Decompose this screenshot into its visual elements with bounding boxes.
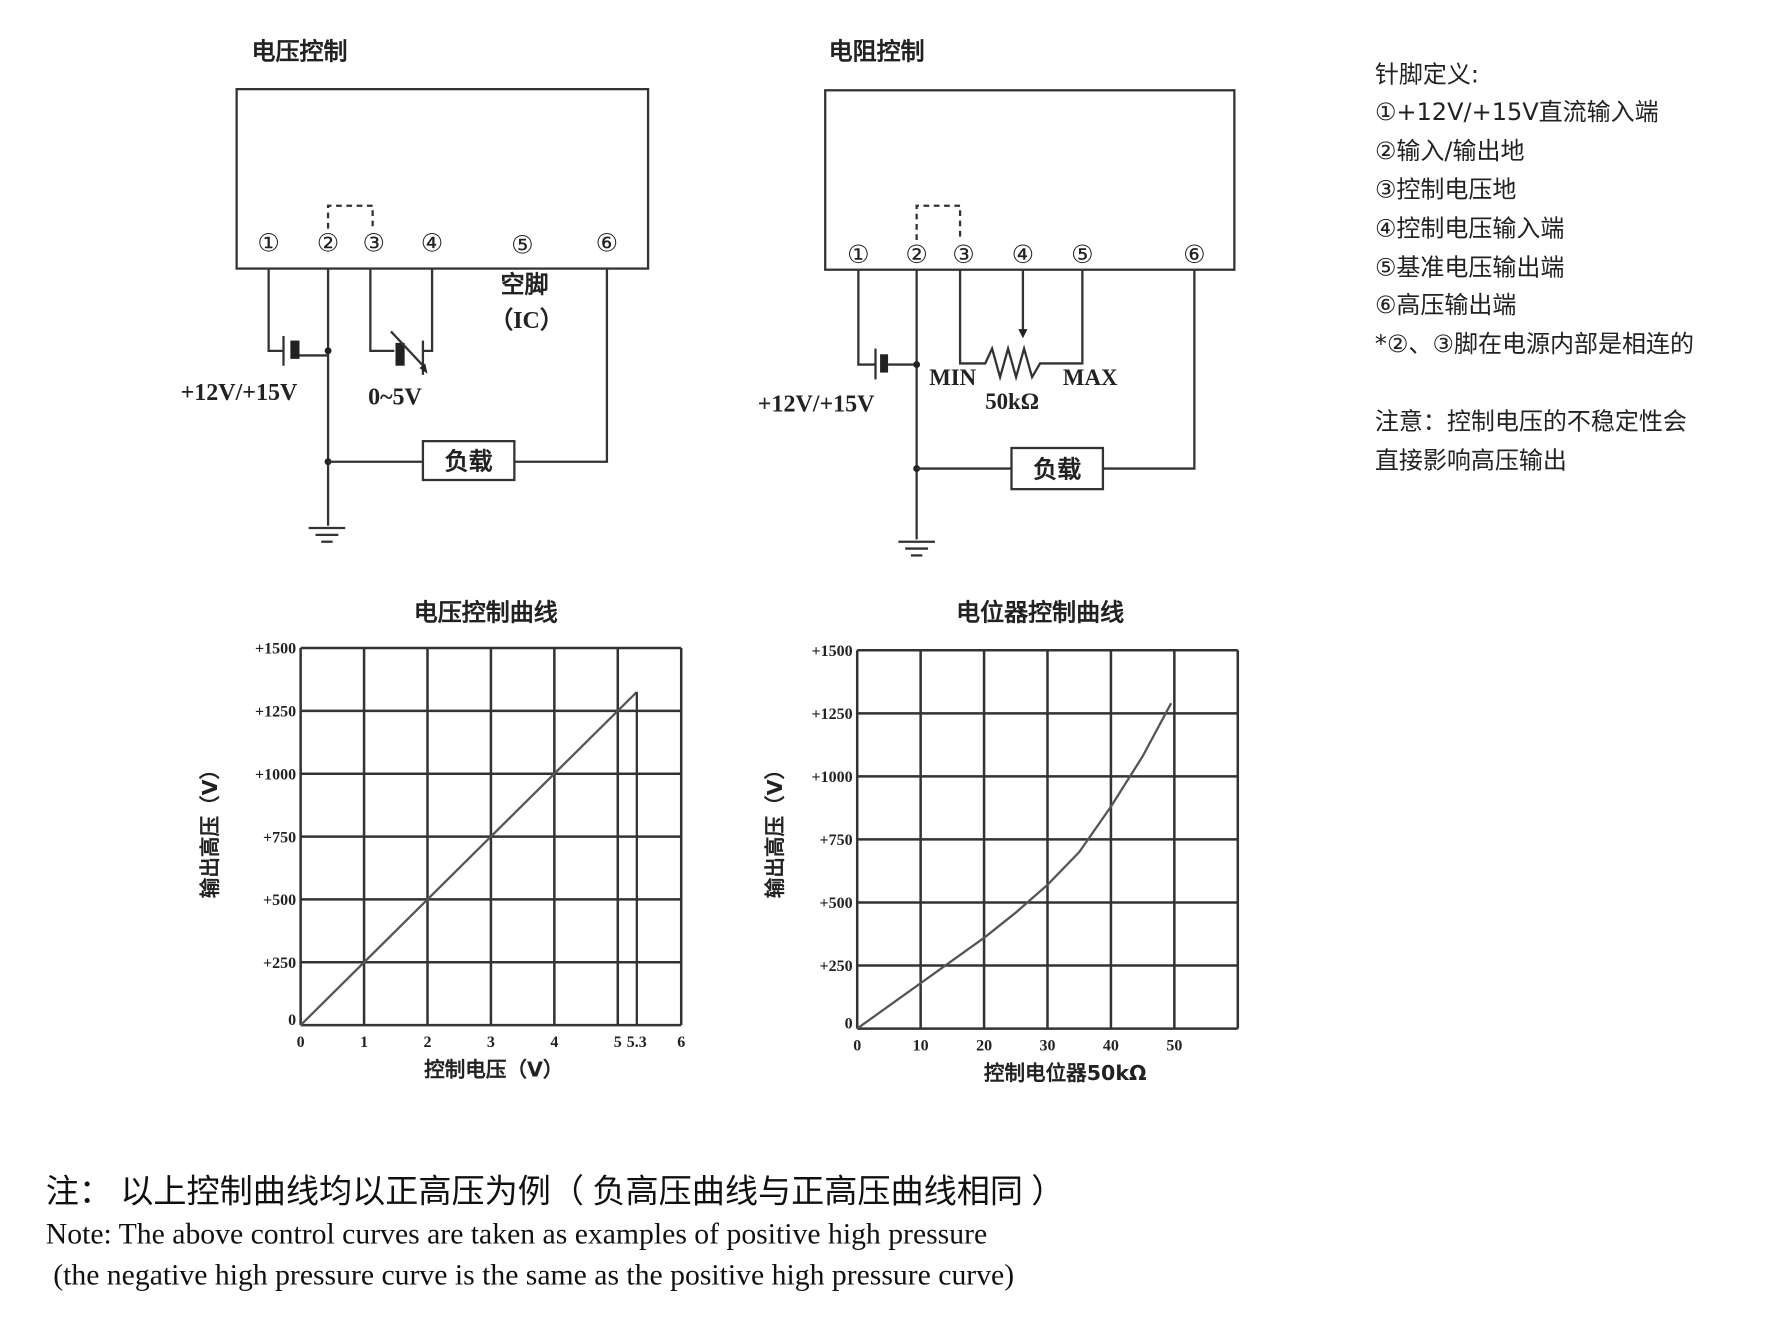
x-axis-label: 控制电位器50kΩ	[984, 1061, 1147, 1085]
x-tick-label: 0	[853, 1037, 861, 1054]
x-tick-label: 0	[297, 1034, 305, 1051]
resistor-control-diagram: 电阻控制 ① ② ③ ④ ⑤ ⑥	[758, 37, 1236, 557]
y-tick-label: +1500	[812, 643, 853, 660]
y-tick-label: +1000	[255, 766, 296, 783]
y-tick-label: +250	[820, 958, 853, 975]
caution-line: 注意：控制电压的不稳定性会	[1375, 408, 1687, 436]
voltage-control-diagram: 电压控制 ① ② ③ ④ ⑤ ⑥	[181, 37, 650, 543]
pin-4: ④	[421, 228, 444, 257]
load-box	[1010, 446, 1105, 491]
voltage-control-title: 电压控制	[252, 37, 348, 65]
x-tick-label: 20	[976, 1037, 992, 1054]
pin-3: ③	[363, 228, 386, 257]
y-axis-label: 输出高压（V）	[198, 759, 222, 898]
ground-icon	[308, 526, 346, 543]
pin-2: ②	[317, 228, 340, 257]
y-tick-label: +500	[263, 892, 296, 909]
y-tick-label: +1000	[812, 769, 853, 786]
pin-4: ④	[1012, 240, 1035, 269]
pin-definition-item: ⑥高压输出端	[1375, 291, 1517, 319]
pin-definition-heading: 针脚定义:	[1375, 60, 1479, 88]
max-label: MAX	[1063, 365, 1118, 390]
potentiometer-control-chart: 电位器控制曲线 0 +250 +500 +750 +1000 +1250 +1500 0 10 20…	[763, 599, 1240, 1085]
x-tick-label: 5	[614, 1034, 622, 1051]
x-tick-label: 1	[360, 1034, 368, 1051]
pot-value-label: 50kΩ	[985, 389, 1039, 414]
x-tick-label: 40	[1103, 1037, 1119, 1054]
control-voltage-label: 0~5V	[368, 385, 422, 411]
module-box	[824, 89, 1236, 271]
module-box	[235, 88, 650, 270]
y-axis-label: 输出高压（V）	[763, 759, 787, 898]
x-axis-label: 控制电压（V）	[424, 1058, 563, 1082]
x-tick-label: 10	[913, 1037, 929, 1054]
y-tick-label: +250	[263, 955, 296, 972]
voltage-control-chart: 电压控制曲线 0 +250 +500 +750 +1000 +1250 +1500 0 1 2 3 4 5…	[198, 599, 685, 1082]
x-tick-label: 30	[1039, 1037, 1055, 1054]
y-tick-label: 0	[288, 1012, 296, 1029]
pin-definition-item: ③控制电压地	[1375, 176, 1517, 204]
y-tick-label: +750	[263, 829, 296, 846]
pin-definition-item: ①+12V/+15V直流输入端	[1375, 98, 1659, 126]
load-label: 负载	[445, 448, 493, 476]
pin-1: ①	[847, 240, 870, 269]
y-tick-label: 0	[845, 1016, 853, 1033]
pin-3: ③	[952, 240, 975, 269]
wiring	[267, 268, 609, 543]
y-tick-label: +1250	[812, 706, 853, 723]
wiring	[857, 269, 1196, 557]
pin-6: ⑥	[1183, 240, 1206, 269]
series-line	[856, 702, 1173, 1030]
min-label: MIN	[929, 365, 976, 390]
load-label: 负载	[1033, 456, 1081, 484]
y-tick-label: +750	[820, 832, 853, 849]
series-line	[299, 691, 638, 1026]
nc-label: 空脚	[501, 271, 549, 299]
footer-note-en-2: (the negative high pressure curve is the…	[46, 1260, 1014, 1292]
footer-note-cn: 注： 以上控制曲线均以正高压为例（ 负高压曲线与正高压曲线相同 ）	[46, 1173, 1065, 1210]
ground-icon	[898, 540, 935, 557]
y-tick-label: +1500	[255, 641, 296, 658]
x-tick-label: 6	[677, 1034, 685, 1051]
pin-definition-note: *②、③脚在电源内部是相连的	[1375, 330, 1694, 358]
pin-definition-item: ②输入/输出地	[1375, 137, 1525, 165]
pin-definition-item: ⑤基准电压输出端	[1375, 253, 1565, 281]
pin-2: ②	[905, 240, 928, 269]
pin-definition-list: 针脚定义: ①+12V/+15V直流输入端 ②输入/输出地 ③控制电压地 ④控制…	[1375, 60, 1694, 474]
resistor-control-title: 电阻控制	[829, 37, 925, 65]
pin-definition-item: ④控制电压输入端	[1375, 215, 1565, 243]
pin-6: ⑥	[596, 228, 619, 257]
adjust-arrow-icon	[390, 330, 427, 369]
x-tick-label: 3	[487, 1034, 495, 1051]
pin-labels: ① ② ③ ④ ⑤ ⑥	[257, 228, 618, 259]
load-box	[421, 440, 516, 482]
chart-title: 电压控制曲线	[414, 599, 558, 627]
pin-labels: ① ② ③ ④ ⑤ ⑥	[847, 240, 1206, 269]
pin-5: ⑤	[511, 231, 534, 260]
supply-label: +12V/+15V	[758, 391, 875, 417]
footer-note-en-1: Note: The above control curves are taken…	[46, 1218, 987, 1250]
x-tick-label: 2	[424, 1034, 432, 1051]
internal-link-dashed	[326, 204, 374, 229]
pin-5: ⑤	[1071, 240, 1094, 269]
pin-1: ①	[257, 228, 280, 257]
x-tick-label: 50	[1166, 1037, 1182, 1054]
y-tick-label: +1250	[255, 704, 296, 721]
x-tick-label: 5.3	[627, 1034, 647, 1051]
nc-sub-label: （IC）	[489, 307, 564, 334]
potentiometer-icon	[958, 269, 1084, 382]
caution-line: 直接影响高压输出	[1375, 447, 1567, 475]
x-tick-label: 4	[550, 1034, 558, 1051]
supply-label: +12V/+15V	[181, 380, 298, 406]
chart-title: 电位器控制曲线	[956, 599, 1124, 627]
y-tick-label: +500	[820, 895, 853, 912]
internal-link-dashed	[915, 204, 962, 240]
